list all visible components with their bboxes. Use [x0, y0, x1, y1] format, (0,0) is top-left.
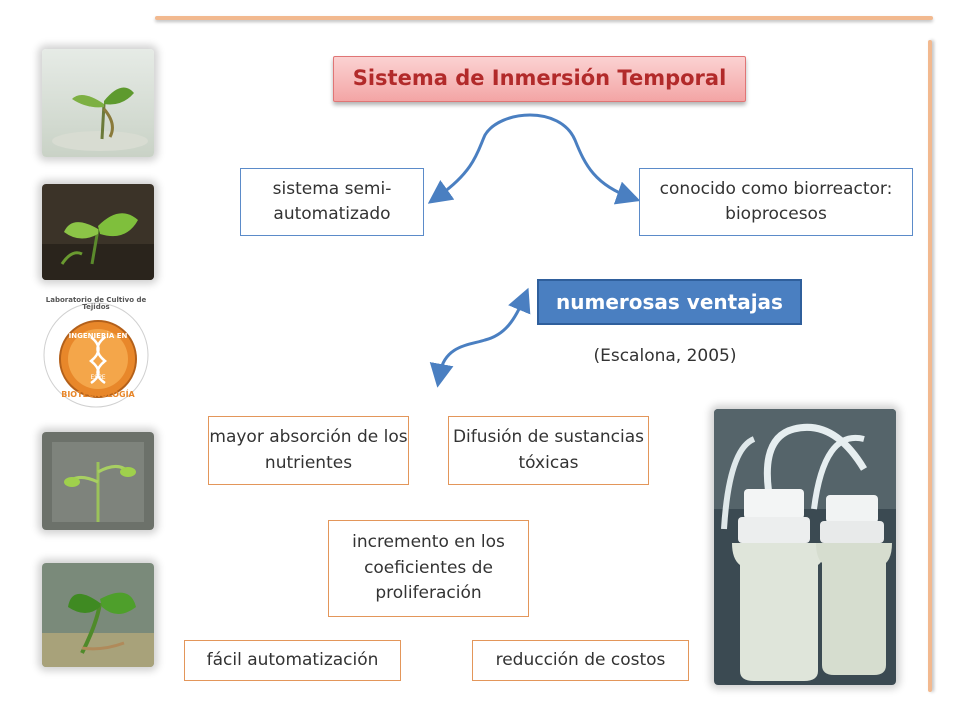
- costos-label: reducción de costos: [495, 649, 666, 670]
- double-arrow-middle: [429, 287, 531, 388]
- coeficientes-box: incremento en los coeficientes de prolif…: [328, 520, 529, 617]
- logo-small: ESPE: [90, 374, 106, 381]
- absorcion-label: mayor absorción de los nutrientes: [209, 427, 408, 473]
- coeficientes-label: incremento en los coeficientes de prolif…: [352, 532, 505, 604]
- lab-logo: Laboratorio de Cultivo de Tejidos INGENI…: [36, 297, 156, 409]
- bioreactor-photo: [714, 409, 896, 685]
- biorreactor-box: conocido como biorreactor: bioprocesos: [639, 168, 913, 236]
- difusion-label: Difusión de sustancias tóxicas: [452, 427, 645, 473]
- semi-automatizado-box: sistema semi-automatizado: [240, 168, 424, 236]
- double-arrow-top: [427, 113, 641, 205]
- difusion-box: Difusión de sustancias tóxicas: [448, 416, 649, 485]
- ventajas-label: numerosas ventajas: [556, 290, 783, 314]
- diagram-title: Sistema de Inmersión Temporal: [352, 66, 727, 91]
- logo-line2: BIOTECNOLOGÍA: [61, 390, 135, 399]
- automatizacion-label: fácil automatización: [206, 649, 379, 670]
- semi-automatizado-label: sistema semi-automatizado: [272, 178, 392, 225]
- plant-photo-2: [42, 184, 154, 280]
- plant-photo-3: [42, 432, 154, 530]
- diagram-title-box: Sistema de Inmersión Temporal: [333, 56, 746, 102]
- right-decorative-rule: [928, 40, 932, 692]
- logo-arc-text: Laboratorio de Cultivo de Tejidos: [45, 296, 147, 311]
- plant-photo-4: [42, 563, 154, 667]
- absorcion-box: mayor absorción de los nutrientes: [208, 416, 409, 485]
- ventajas-box: numerosas ventajas: [537, 279, 802, 325]
- automatizacion-box: fácil automatización: [184, 640, 401, 681]
- top-decorative-rule: [155, 16, 933, 20]
- plant-photo-1: [42, 49, 154, 157]
- biorreactor-label: conocido como biorreactor: bioprocesos: [659, 178, 893, 225]
- logo-line1: INGENIERÍA EN: [68, 332, 128, 340]
- citation: (Escalona, 2005): [593, 346, 737, 366]
- costos-box: reducción de costos: [472, 640, 689, 681]
